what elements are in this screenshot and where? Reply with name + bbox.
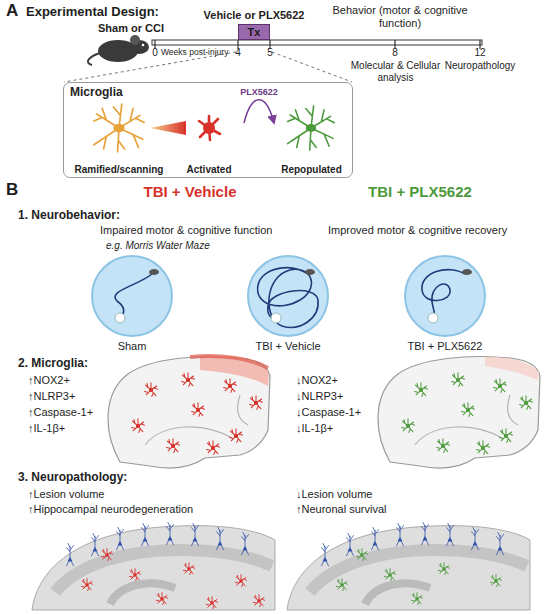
tick-number: 0: [149, 47, 161, 59]
gradient-wedge: [150, 121, 186, 135]
maze-circle: TBI + Vehicle: [242, 252, 334, 352]
marker-item: ↑NLRP3+: [28, 390, 75, 403]
axis-label: Weeks post-injury: [161, 47, 228, 57]
treatment-box: Tx: [238, 24, 270, 40]
finding-text: ↑Neuronal survival: [296, 503, 386, 516]
group-heading: TBI + PLX5622: [330, 183, 510, 201]
ramified-microglia: [94, 104, 144, 152]
group-heading: TBI + Vehicle: [100, 183, 280, 201]
tick-number: 8: [390, 47, 400, 59]
timepoint-label: Behavior (motor & cognitive function): [330, 4, 470, 30]
example-note: e.g. Morris Water Maze: [106, 240, 210, 252]
marker-item: ↓Caspase-1+: [296, 406, 361, 419]
maze-circle: TBI + PLX5622: [399, 252, 491, 352]
finding-text: ↑Lesion volume: [28, 488, 104, 501]
finding-text: Improved motor & cognitive recovery: [328, 224, 507, 237]
section-heading: 3. Neuropathology:: [18, 470, 127, 484]
activated-microglia: [199, 116, 220, 140]
marker-item: ↓NOX2+: [296, 374, 338, 387]
water-maze: [92, 256, 485, 336]
brain-section: [108, 356, 270, 468]
treatment-label: Vehicle or PLX5622: [199, 9, 309, 22]
finding-text: ↑Hippocampal neurodegeneration: [28, 503, 193, 516]
group-label: Sham: [118, 340, 147, 352]
finding-text: ↓Lesion volume: [296, 488, 372, 501]
group-label: TBI + PLX5622: [408, 340, 483, 352]
state-label: Activated: [186, 164, 231, 175]
panel-title: Microglia: [70, 85, 346, 99]
marker-item: ↓IL-1β+: [296, 422, 333, 435]
group-label: Sham or CCI: [98, 22, 164, 35]
panel-letter: B: [6, 180, 18, 200]
state-label: Repopulated: [281, 164, 342, 175]
treatment-text: Tx: [248, 26, 261, 38]
marker-item: ↑NOX2+: [28, 374, 70, 387]
hippocampus-section: [32, 522, 275, 610]
brain-section: [378, 357, 540, 468]
inset-panel: MicrogliaRamified/scanning Activated Repop…: [63, 82, 353, 178]
tick-number: 12: [472, 47, 488, 59]
tick-number: 5: [265, 47, 275, 59]
timepoint-label: Neuropathology: [440, 60, 520, 72]
hippocampus-section: [287, 522, 530, 610]
repopulated-microglia: [288, 106, 335, 150]
cell-state: Ramified/scanning: [69, 105, 169, 175]
maze-circle: Sham: [86, 252, 178, 352]
timepoint-label: Molecular & Cellular analysis: [348, 60, 443, 84]
edge-label: PLX5622: [240, 87, 278, 97]
cell-state: Activated: [174, 105, 244, 175]
marker-item: ↑Caspase-1+: [28, 406, 93, 419]
state-label: Ramified/scanning: [75, 164, 164, 175]
panel-letter: A: [6, 1, 18, 21]
section-heading: 1. Neurobehavior:: [18, 208, 120, 222]
marker-item: ↑IL-1β+: [28, 422, 65, 435]
tick-number: 4: [233, 47, 243, 59]
cell-state: Repopulated: [274, 105, 349, 175]
marker-item: ↓NLRP3+: [296, 390, 343, 403]
connector-arrow: [244, 100, 274, 123]
panel-heading: Experimental Design:: [26, 4, 159, 20]
group-label: TBI + Vehicle: [255, 340, 320, 352]
mouse-icon: [88, 35, 149, 65]
section-heading: 2. Microglia:: [18, 356, 88, 370]
finding-text: Impaired motor & cognitive function: [100, 224, 272, 237]
